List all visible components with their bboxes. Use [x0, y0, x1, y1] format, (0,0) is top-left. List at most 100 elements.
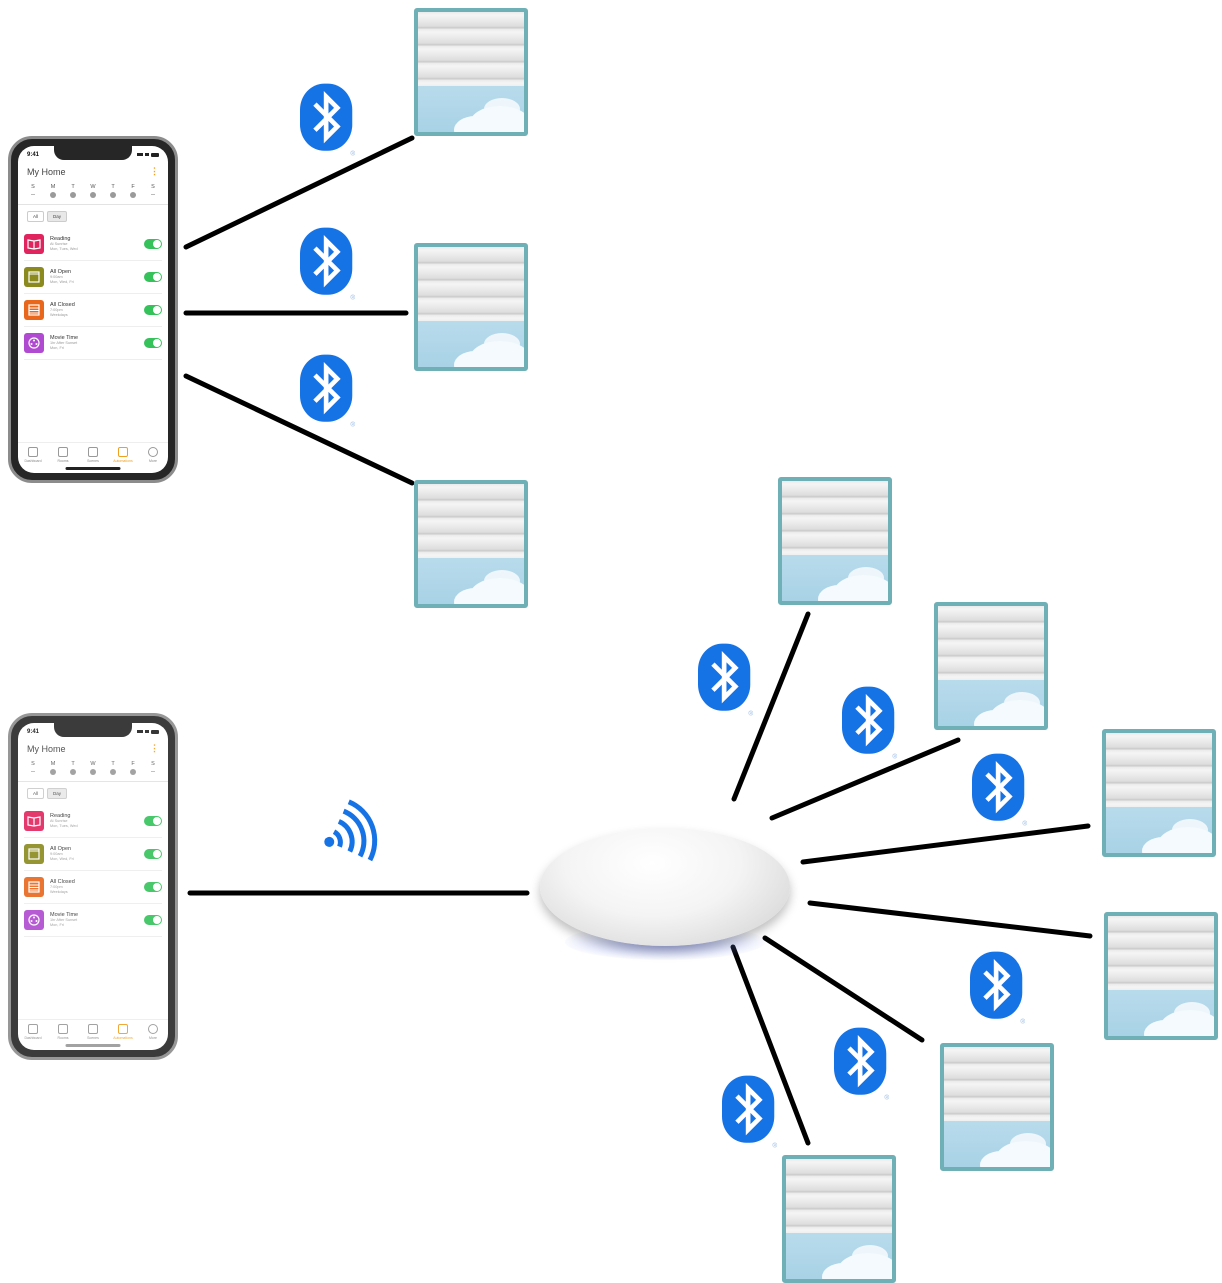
connector-hub-blind-6: [730, 944, 811, 1146]
window-blind-3: [414, 480, 528, 608]
tab-label: Scenes: [87, 1036, 99, 1040]
day-tue[interactable]: T: [67, 761, 79, 775]
filter-all[interactable]: All: [27, 788, 45, 799]
automation-days: Mon, Fri: [50, 346, 64, 350]
automation-name: Movie Time: [50, 912, 79, 918]
day-sat[interactable]: S: [147, 184, 159, 198]
day-dot: [90, 192, 96, 198]
day-thu[interactable]: T: [107, 184, 119, 198]
status-bar: 9:41: [18, 146, 168, 163]
day-tue[interactable]: T: [67, 184, 79, 198]
tab-rooms[interactable]: Rooms: [50, 447, 76, 463]
automation-days: Mon, Tues, Wed: [50, 247, 78, 251]
automation-name: All Open: [50, 846, 72, 852]
page-title: My Home: [27, 743, 66, 754]
more-options-icon[interactable]: ⋮: [150, 166, 159, 176]
automation-toggle[interactable]: [144, 305, 162, 315]
tab-rooms[interactable]: Rooms: [50, 1024, 76, 1040]
day-letter: F: [131, 184, 135, 190]
day-sun[interactable]: S: [27, 761, 39, 775]
filter-tabs: All Day: [18, 782, 168, 805]
day-letter: F: [131, 761, 135, 767]
film-reel-icon: [24, 333, 44, 353]
tab-dashboard[interactable]: Dashboard: [20, 447, 46, 463]
automation-toggle[interactable]: [144, 338, 162, 348]
connector-hub-blind-1: [731, 611, 811, 802]
tab-scenes[interactable]: Scenes: [80, 447, 106, 463]
tab-automations[interactable]: Automations: [110, 447, 136, 463]
automation-days: Mon, Fri: [50, 923, 64, 927]
automation-name: All Open: [50, 269, 72, 275]
status-icons: [137, 152, 159, 157]
day-thu[interactable]: T: [107, 761, 119, 775]
automation-toggle[interactable]: [144, 882, 162, 892]
day-mon[interactable]: M: [47, 184, 59, 198]
filter-all[interactable]: All: [27, 211, 45, 222]
day-letter: W: [90, 761, 96, 767]
day-dot: [70, 192, 76, 198]
tab-dashboard[interactable]: Dashboard: [20, 1024, 46, 1040]
day-dot: [130, 192, 136, 198]
filter-day[interactable]: Day: [47, 211, 68, 222]
divider: [18, 781, 168, 782]
phone-notch: [54, 723, 132, 737]
bluetooth-icon: [300, 228, 355, 302]
book-icon: [24, 234, 44, 254]
connector-hub-blind-2: [769, 737, 961, 821]
day-letter: S: [151, 761, 155, 767]
day-mon[interactable]: M: [47, 761, 59, 775]
day-letter: S: [31, 761, 35, 767]
tab-automations[interactable]: Automations: [110, 1024, 136, 1040]
automation-trigger: 9:00am: [50, 275, 63, 279]
day-wed[interactable]: W: [87, 184, 99, 198]
day-sat[interactable]: S: [147, 761, 159, 775]
bluetooth-icon: [300, 355, 355, 429]
window-blind-6: [1102, 729, 1216, 857]
day-dot: [31, 771, 35, 774]
automation-toggle[interactable]: [144, 239, 162, 249]
home-indicator: [65, 1044, 121, 1047]
tab-label: Rooms: [57, 1036, 69, 1040]
automation-name: Reading: [50, 236, 71, 242]
bluetooth-icon: [300, 84, 355, 158]
tab-more[interactable]: More: [140, 1024, 166, 1040]
automation-name: Reading: [50, 813, 71, 819]
connector-phone-blind-1: [183, 135, 415, 250]
automation-toggle[interactable]: [144, 816, 162, 826]
day-sun[interactable]: S: [27, 184, 39, 198]
automation-toggle[interactable]: [144, 915, 162, 925]
window-blind-9: [782, 1155, 896, 1283]
tab-label: Rooms: [57, 459, 69, 463]
tab-more[interactable]: More: [140, 447, 166, 463]
automation-toggle[interactable]: [144, 849, 162, 859]
play-icon: [88, 447, 98, 457]
automation-toggle[interactable]: [144, 272, 162, 282]
day-fri[interactable]: F: [127, 184, 139, 198]
tab-label: More: [149, 459, 157, 463]
status-time: 9:41: [27, 728, 40, 735]
connector-hub-blind-4: [807, 900, 1093, 939]
automation-name: All Closed: [50, 302, 75, 308]
day-wed[interactable]: W: [87, 761, 99, 775]
tab-scenes[interactable]: Scenes: [80, 1024, 106, 1040]
day-fri[interactable]: F: [127, 761, 139, 775]
more-options-icon[interactable]: ⋮: [150, 743, 159, 753]
bluetooth-icon: [842, 687, 897, 761]
filter-day[interactable]: Day: [47, 788, 68, 799]
smartphone-direct: 9:41 My Home ⋮ S M T W T F S All Day Rea…: [8, 136, 178, 483]
connector-lines: [183, 135, 1093, 1146]
day-dot: [110, 769, 116, 775]
day-dot: [110, 192, 116, 198]
bluetooth-icon: [722, 1076, 777, 1150]
